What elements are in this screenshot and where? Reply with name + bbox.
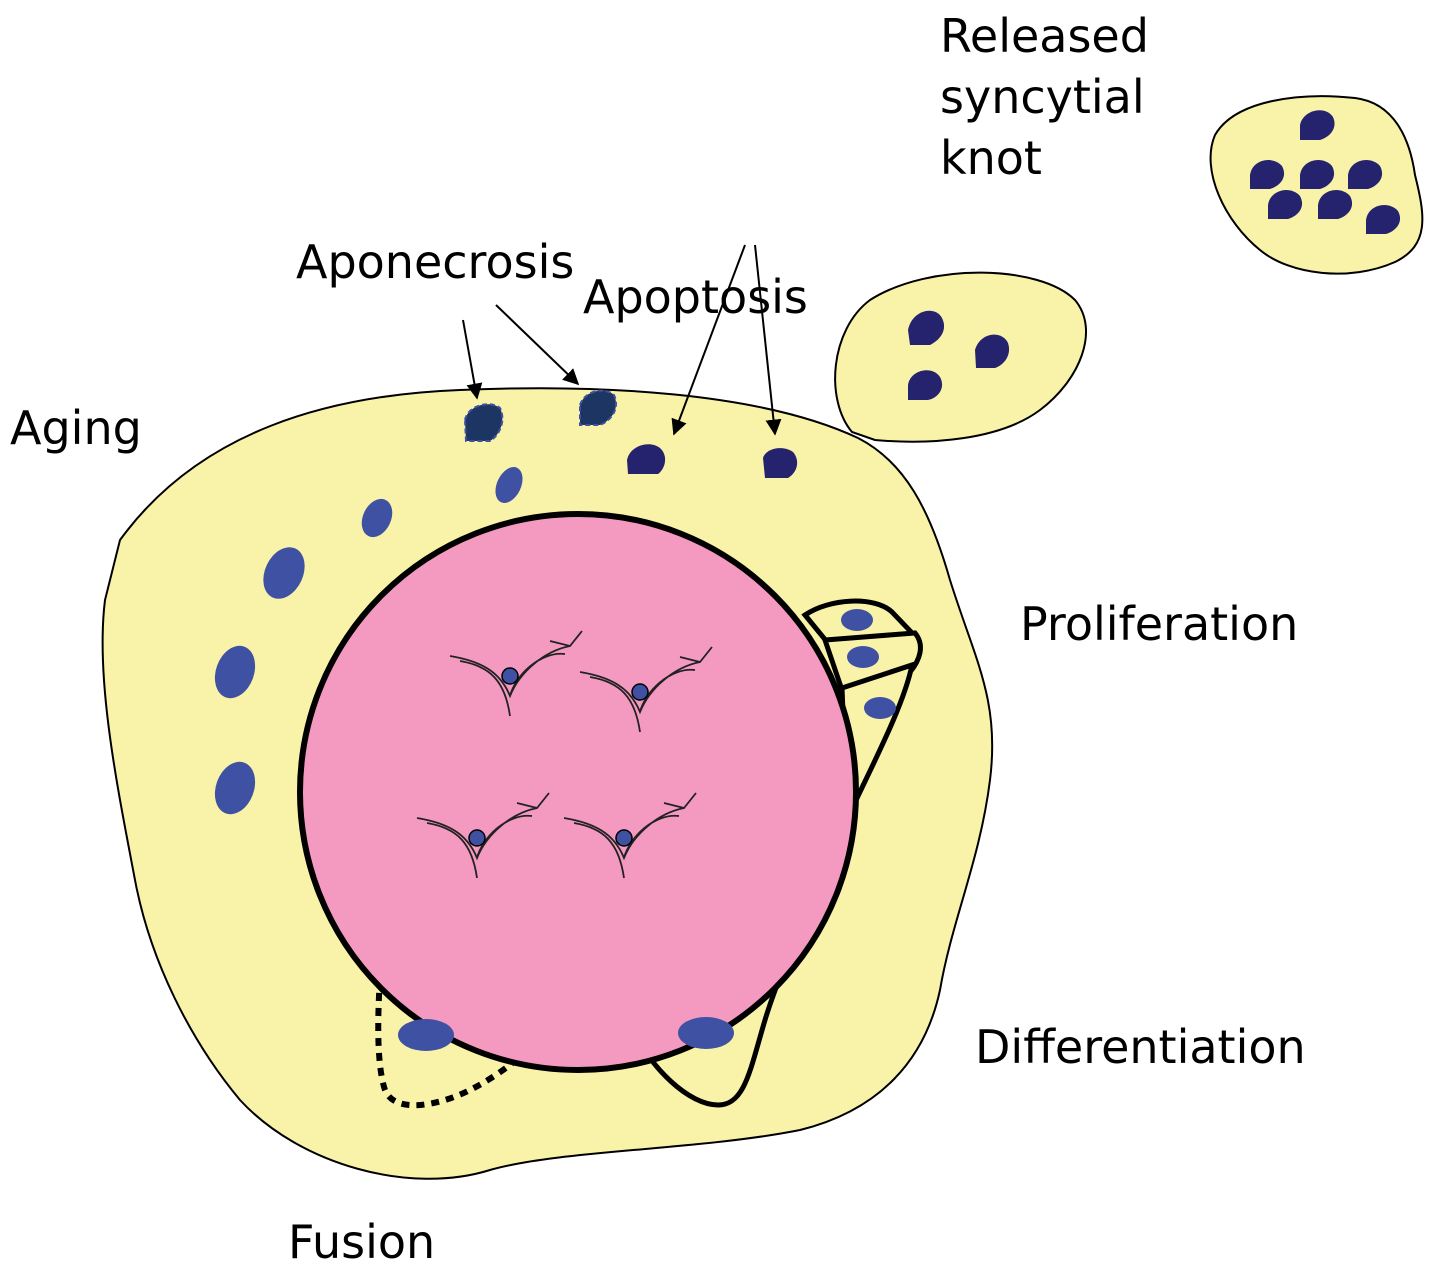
proliferating-nucleus	[864, 697, 896, 719]
released-knot-nucleus	[1318, 190, 1353, 219]
syncytial-nucleus	[214, 645, 256, 699]
apoptotic-nucleus	[763, 448, 798, 478]
stromal-cell	[563, 792, 697, 879]
stromal-cell	[579, 646, 713, 733]
fusion-label: Fusion	[288, 1215, 435, 1269]
released-knot-nucleus	[1366, 205, 1401, 234]
syncytial-nucleus	[263, 547, 305, 599]
knot-nucleus	[908, 310, 945, 345]
released-knot-nucleus	[1268, 190, 1303, 219]
aging-label: Aging	[10, 401, 142, 455]
syncytial-nucleus	[361, 498, 393, 538]
released-knot-nucleus	[1300, 110, 1335, 140]
syncytial-nucleus	[214, 761, 256, 815]
aponecrosis-arrow-2	[495, 304, 580, 386]
budding-syncytial-knot	[834, 271, 1087, 443]
apoptosis-label: Apoptosis	[583, 270, 808, 324]
released-knot-label-line2: syncytial	[940, 70, 1145, 124]
released-knot-label-line1: Released	[940, 9, 1149, 63]
stromal-nucleus	[501, 667, 519, 685]
fusing-nucleus	[398, 1019, 454, 1051]
apoptotic-nucleus	[627, 444, 666, 474]
aponecrotic-nucleus	[579, 389, 618, 426]
released-knot-nucleus	[1300, 160, 1335, 189]
stromal-cell	[416, 792, 550, 879]
stromal-cell	[449, 630, 583, 717]
proliferating-nucleus	[847, 646, 879, 668]
stromal-nucleus	[631, 683, 649, 701]
syncytial-nucleus	[495, 467, 523, 503]
stromal-nucleus	[615, 829, 633, 847]
apoptosis-arrow-2	[754, 244, 782, 436]
differentiating-nucleus	[678, 1017, 734, 1049]
apoptosis-arrow-1	[671, 244, 746, 436]
knot-nucleus	[908, 370, 943, 400]
knot-nucleus	[975, 334, 1010, 368]
aponecrosis-arrow-1	[462, 319, 483, 400]
aponecrosis-label: Aponecrosis	[296, 235, 574, 289]
villous-core	[297, 511, 859, 1073]
proliferating-nucleus	[841, 609, 873, 631]
proliferation-label: Proliferation	[1020, 597, 1298, 651]
differentiation-label: Differentiation	[975, 1020, 1306, 1074]
stromal-nucleus	[468, 829, 486, 847]
aponecrotic-nucleus	[463, 403, 504, 442]
released-knot-label-line3: knot	[940, 131, 1042, 185]
released-knot-nucleus	[1348, 160, 1383, 189]
released-knot-nucleus	[1250, 160, 1285, 189]
